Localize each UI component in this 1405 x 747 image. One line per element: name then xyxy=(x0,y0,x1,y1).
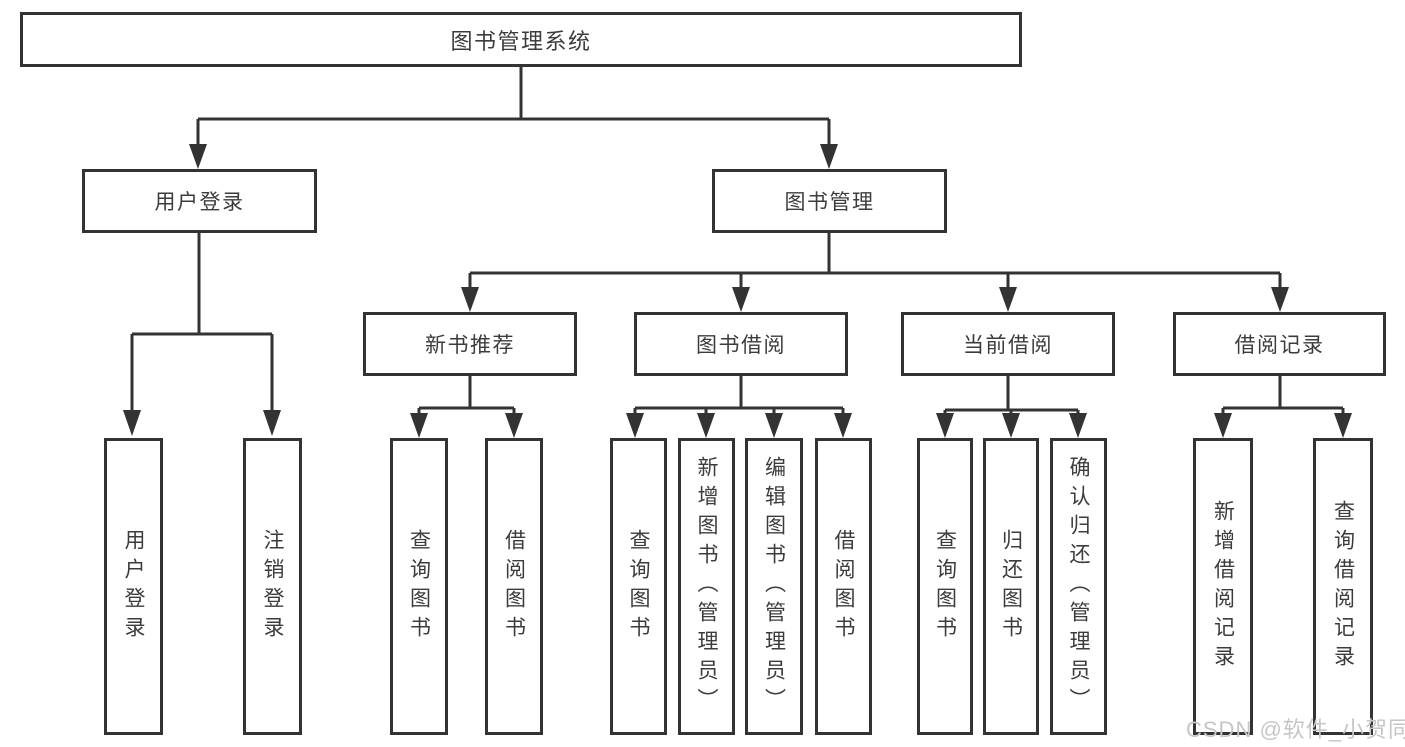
leaf-confirm-return-admin: 确认归还（管理员） xyxy=(1050,438,1107,735)
leaf-query-books-3: 查询图书 xyxy=(917,438,973,735)
leaf-query-books-1: 查询图书 xyxy=(390,438,448,735)
leaf-borrow-books-2: 借阅图书 xyxy=(815,438,872,735)
watermark-text: CSDN @软件_小贺同学 xyxy=(1186,717,1405,742)
node-user-login: 用户登录 xyxy=(82,169,317,233)
node-new-book-recommend: 新书推荐 xyxy=(363,312,577,376)
leaf-edit-book-admin: 编辑图书（管理员） xyxy=(745,438,803,735)
leaf-user-login: 用户登录 xyxy=(104,438,163,735)
node-root: 图书管理系统 xyxy=(20,12,1022,67)
leaf-query-borrow-record: 查询借阅记录 xyxy=(1313,438,1373,735)
leaf-logout: 注销登录 xyxy=(243,438,302,735)
leaf-add-book-admin: 新增图书（管理员） xyxy=(678,438,735,735)
node-current-borrow: 当前借阅 xyxy=(901,312,1115,376)
node-borrow-records: 借阅记录 xyxy=(1173,312,1386,376)
leaf-add-borrow-record: 新增借阅记录 xyxy=(1193,438,1253,735)
arrowhead-icons xyxy=(123,144,1352,438)
node-book-borrow: 图书借阅 xyxy=(634,312,848,376)
node-book-management: 图书管理 xyxy=(712,169,947,233)
leaf-borrow-books-1: 借阅图书 xyxy=(485,438,543,735)
leaf-return-book: 归还图书 xyxy=(983,438,1039,735)
leaf-query-books-2: 查询图书 xyxy=(610,438,667,735)
